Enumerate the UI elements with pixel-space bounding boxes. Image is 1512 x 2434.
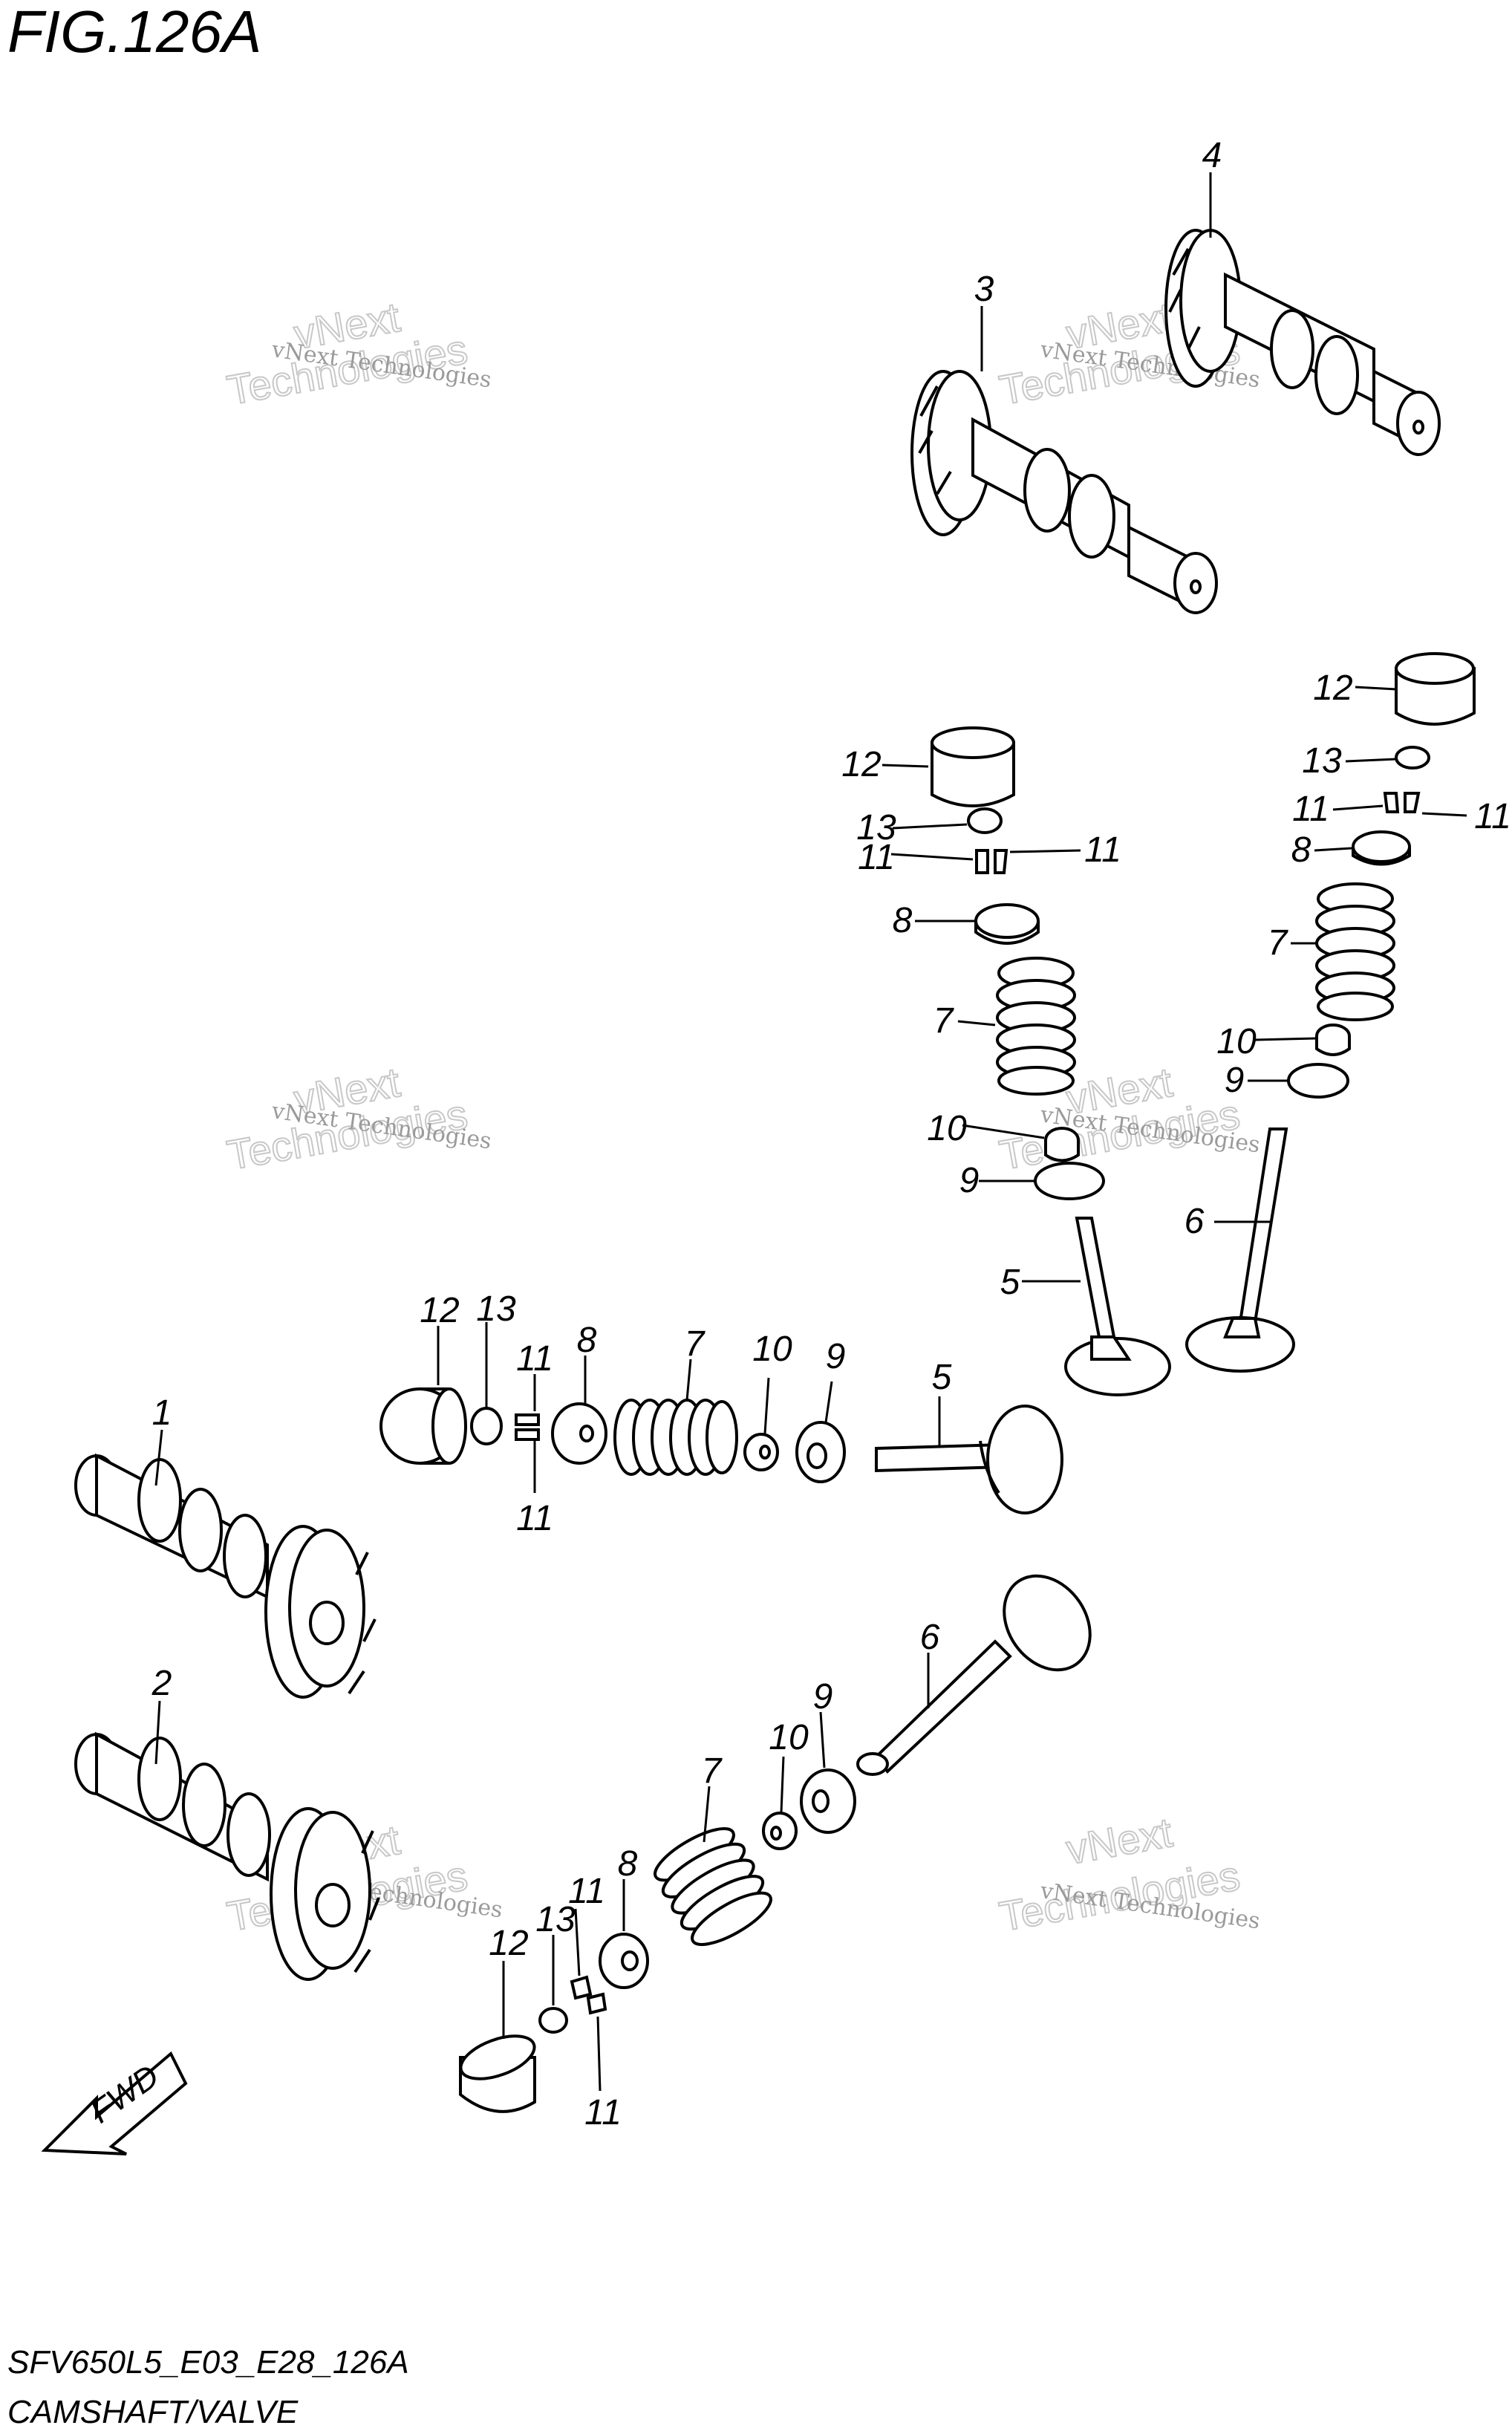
camshaft-4	[1164, 229, 1441, 456]
leader-line	[574, 1908, 581, 1976]
callout: 4	[1202, 136, 1222, 175]
valve-stack-lower	[459, 1574, 1092, 2113]
leader-line	[892, 823, 968, 830]
camshaft-2	[74, 1731, 380, 1981]
callout: 6	[1184, 1202, 1205, 1241]
callout: 11	[1292, 790, 1329, 829]
valve-stack-middle	[379, 1387, 1063, 1514]
leader-line	[1332, 804, 1384, 811]
valve-spring	[613, 1399, 738, 1476]
leader-line	[824, 1381, 833, 1423]
callout: 12	[489, 1924, 528, 1963]
callout: 5	[932, 1358, 952, 1397]
leader-line	[1345, 758, 1397, 763]
leader-line	[1421, 812, 1467, 817]
leader-line	[596, 2016, 602, 2092]
callout: 12	[1313, 668, 1352, 708]
figure-caption: CAMSHAFT/VALVE	[7, 2394, 299, 2430]
callout: 9	[959, 1161, 980, 1200]
callout: 10	[752, 1330, 792, 1369]
leader-line	[957, 1020, 996, 1026]
callout: 11	[1084, 830, 1121, 870]
fwd-arrow-icon: FWD	[41, 2051, 188, 2155]
callout: 7	[685, 1324, 706, 1364]
figure-code: SFV650L5_E03_E28_126A	[7, 2344, 409, 2381]
callout: 6	[920, 1618, 940, 1657]
valve-spring	[1315, 882, 1395, 1021]
callout: 11	[858, 838, 895, 877]
callout-labels: 4 3 12 13 11 11 8 7 10 9 5 12 13 11 11 8…	[151, 136, 1511, 2132]
watermark-text: vNext	[1063, 1809, 1176, 1873]
callout: 8	[618, 1844, 638, 1884]
watermark-1: Technologies vNext vNext Technologies	[223, 293, 493, 414]
leader-line	[1254, 1037, 1317, 1041]
leader-line	[154, 1429, 163, 1486]
callout: 1	[152, 1393, 172, 1433]
valve-stack-upper-right	[1185, 652, 1476, 1373]
leader-line	[1355, 686, 1397, 691]
leader-line	[962, 1124, 1045, 1139]
valve-spring	[654, 1827, 772, 1946]
callout: 3	[974, 270, 994, 309]
callout: 13	[535, 1900, 576, 1939]
callout: 9	[1225, 1061, 1245, 1100]
callout: 10	[769, 1718, 809, 1757]
watermark-3: Technologies vNext vNext Technologies	[223, 1058, 493, 1179]
callout: 11	[516, 1499, 553, 1538]
leader-line	[780, 1756, 785, 1813]
leader-line	[882, 764, 929, 768]
leader-line	[154, 1700, 161, 1765]
camshaft-3	[910, 370, 1218, 614]
leader-line	[763, 1377, 770, 1434]
callout: 10	[1216, 1022, 1257, 1061]
callout: 2	[151, 1664, 172, 1703]
callout: 8	[577, 1321, 597, 1360]
camshaft-1	[74, 1453, 377, 1699]
callout: 9	[826, 1337, 846, 1376]
callout: 7	[1268, 923, 1289, 963]
valve-stack-upper-left	[931, 726, 1171, 1396]
leader-line	[703, 1786, 711, 1843]
valve-spring	[996, 957, 1076, 1096]
leader-line	[685, 1358, 692, 1401]
callout: 8	[1291, 830, 1311, 870]
leader-line	[890, 853, 974, 861]
callout: 13	[476, 1289, 516, 1329]
callout: 12	[420, 1291, 459, 1330]
figure-title: FIG.126A	[7, 0, 261, 65]
callout: 12	[841, 745, 881, 784]
callout: 8	[893, 901, 913, 940]
leader-line	[1009, 849, 1081, 853]
callout: 11	[584, 2093, 622, 2132]
callout: 13	[1302, 741, 1342, 781]
callout: 11	[516, 1339, 553, 1379]
callout: 5	[1000, 1263, 1020, 1302]
callout: 9	[813, 1677, 833, 1717]
callout: 7	[933, 1001, 955, 1041]
callout: 13	[856, 808, 896, 847]
callout: 7	[702, 1751, 723, 1791]
watermark-6: Technologies vNext vNext Technologies	[995, 1808, 1262, 1941]
callout: 11	[1474, 797, 1511, 836]
leader-line	[819, 1711, 826, 1768]
callout: 10	[927, 1109, 967, 1148]
leader-line	[1314, 847, 1352, 852]
callout: 11	[568, 1872, 605, 1911]
